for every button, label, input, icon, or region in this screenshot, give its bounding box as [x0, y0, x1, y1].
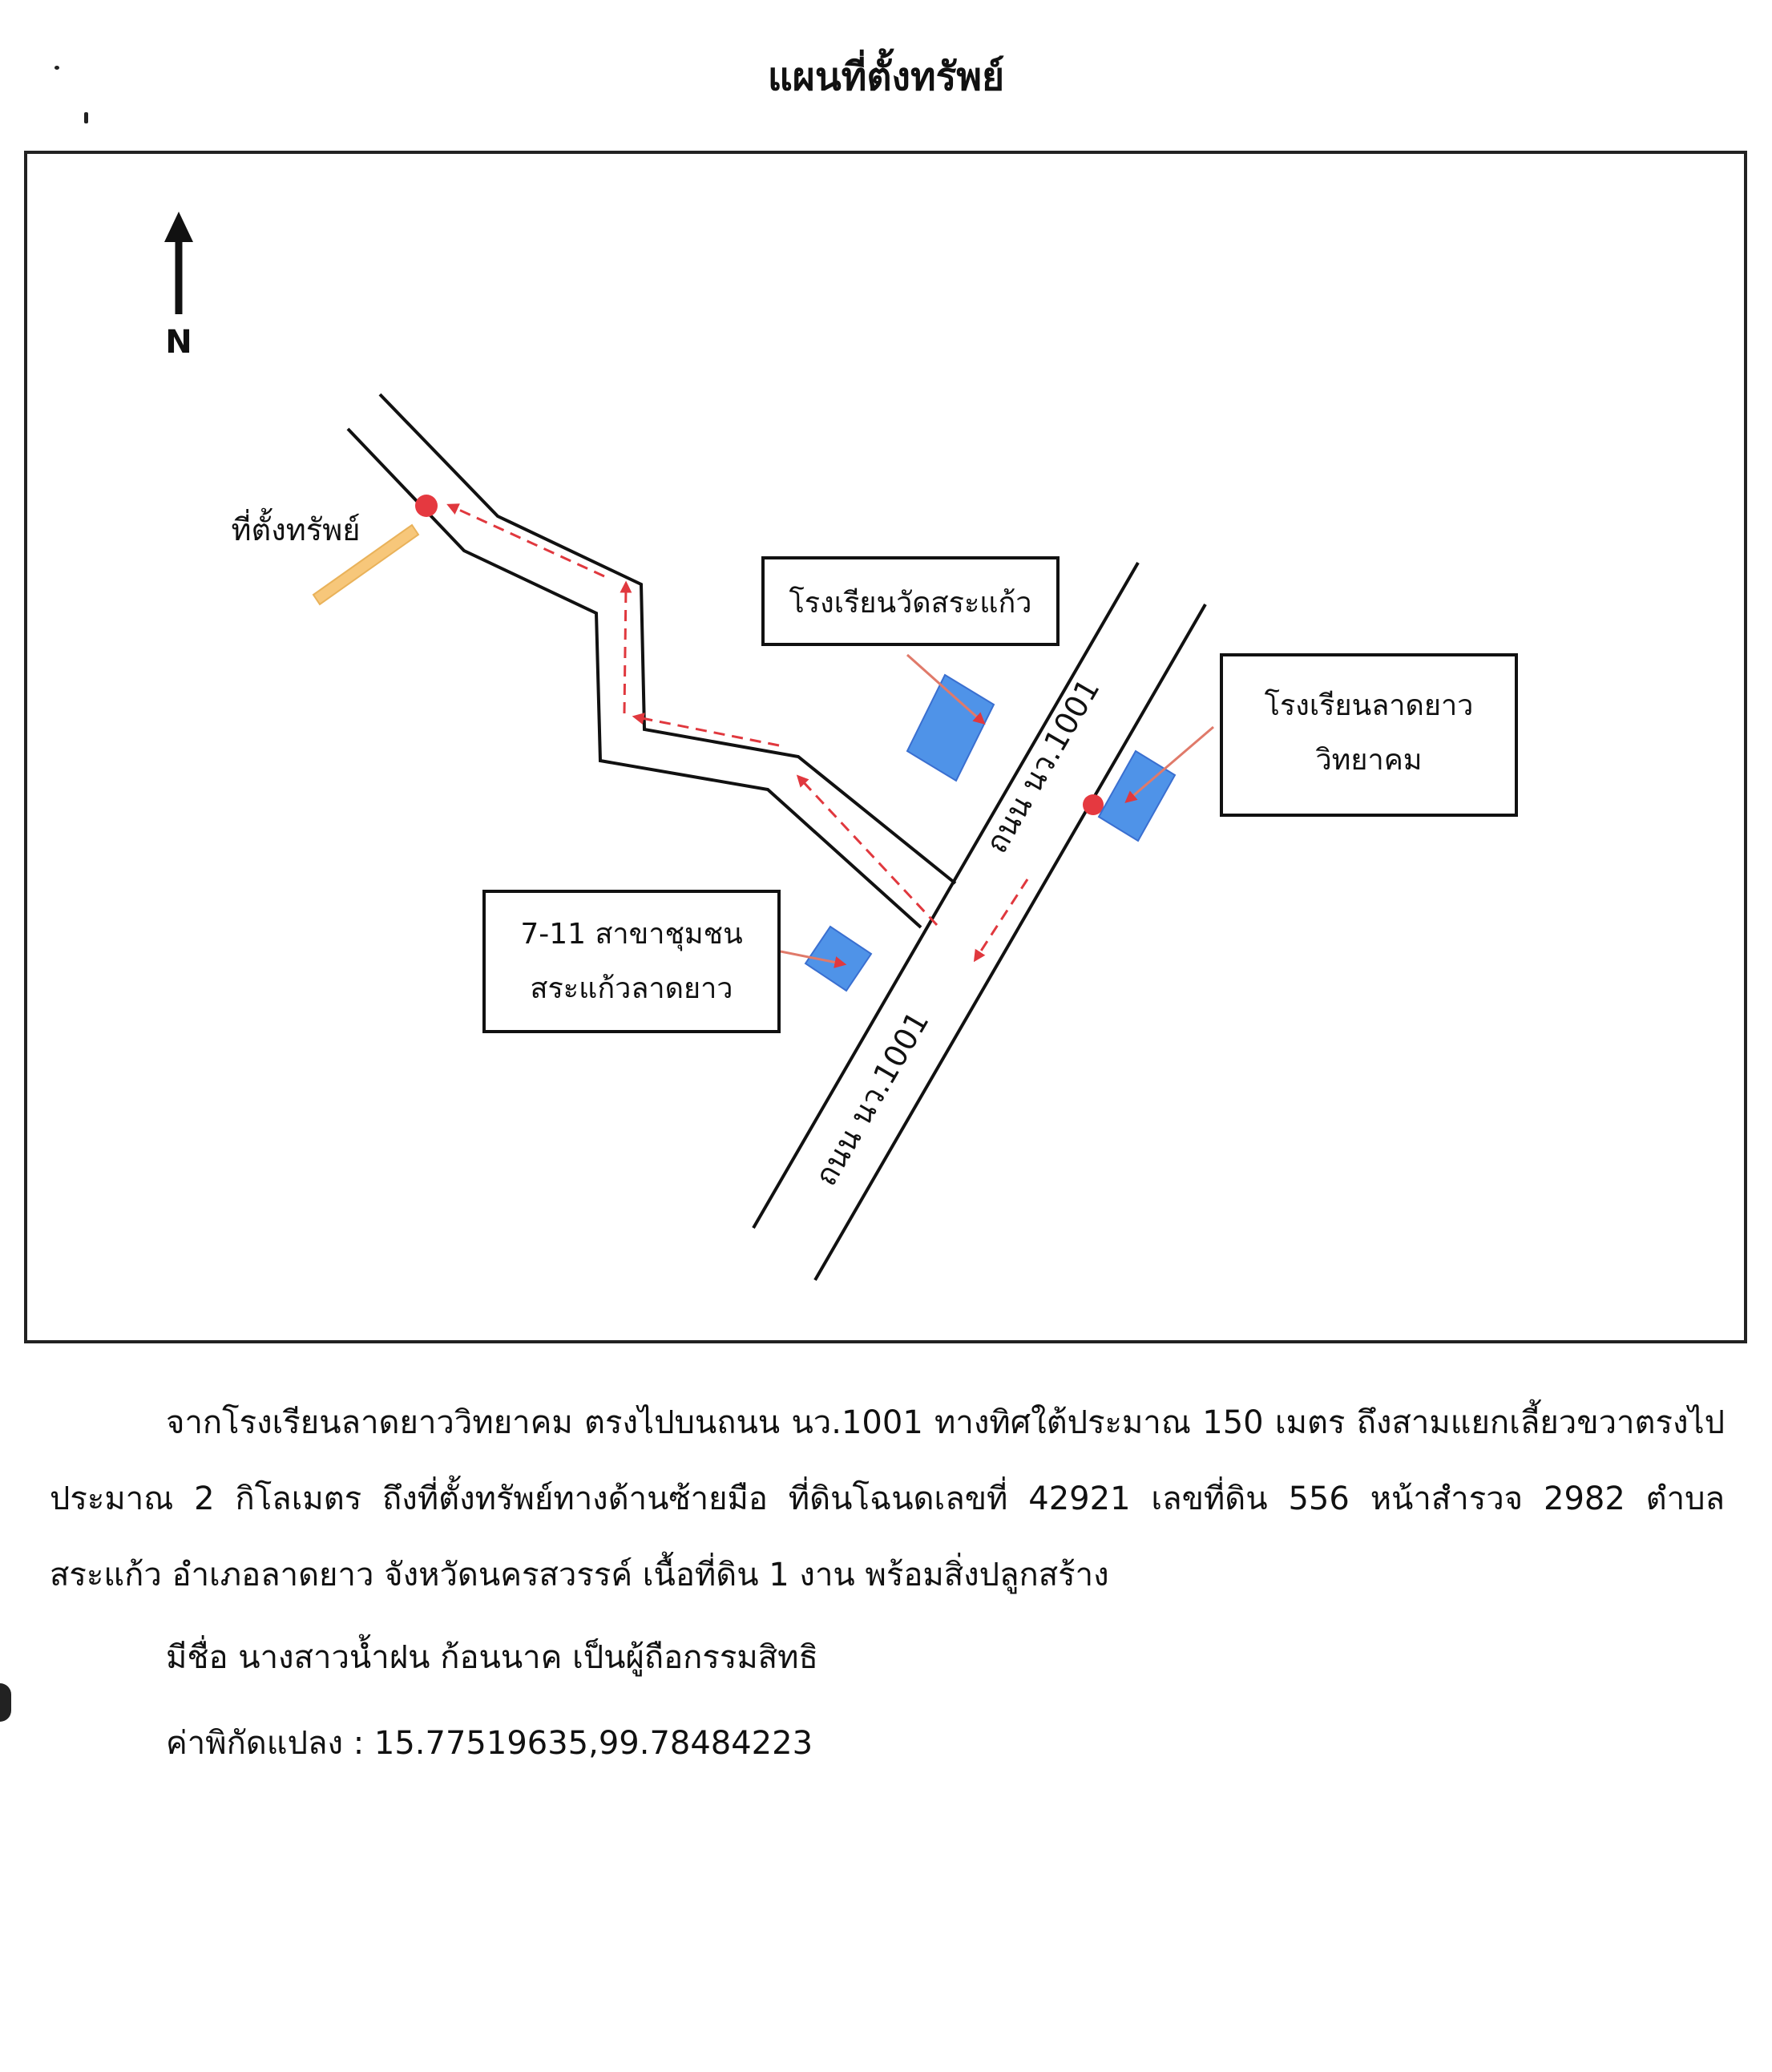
property-label: ที่ตั้งทรัพย์: [231, 507, 360, 547]
location-map: N ที่ตั้งทรัพย์: [24, 151, 1747, 1343]
landmark-label: โรงเรียนวัดสระแก้ว: [789, 586, 1031, 620]
property-parcel: [312, 523, 420, 606]
pointer-arrow: [1124, 725, 1214, 803]
road-label: ถนน นว.1001: [979, 672, 1107, 859]
description: จากโรงเรียนลาดยาววิทยาคม ตรงไปบนถนน นว.1…: [50, 1385, 1725, 1782]
side-road: [346, 393, 957, 929]
scan-speck: [0, 1683, 11, 1722]
route-path: [446, 503, 1029, 963]
landmark-label: วิทยาคม: [1315, 744, 1422, 777]
pointer-arrow: [780, 950, 847, 968]
landmark-label: 7-11 สาขาชุมชน: [520, 918, 742, 951]
main-road: [752, 561, 1207, 1282]
scan-speck: [84, 112, 88, 123]
north-label: N: [165, 324, 192, 361]
owner-line: มีชื่อ นางสาวน้ำฝน ก้อนนาค เป็นผู้ถือกรร…: [166, 1639, 818, 1676]
north-arrow-icon: [164, 212, 193, 314]
page-title: แผนที่ตั้งทรัพย์: [767, 55, 1005, 99]
destination-marker: [415, 495, 438, 517]
direction-paragraph: จากโรงเรียนลาดยาววิทยาคม ตรงไปบนถนน นว.1…: [50, 1404, 1725, 1593]
start-marker: [1083, 794, 1104, 815]
landmark-box-wat-sakaeo: [761, 556, 1060, 646]
pointer-arrow: [906, 653, 986, 725]
building-wat-sakaeo-school: [906, 673, 995, 782]
coordinates-line: ค่าพิกัดแปลง : 15.77519635,99.78484223: [166, 1725, 813, 1762]
landmark-label: โรงเรียนลาดยาว: [1265, 689, 1474, 722]
landmark-box-ladyao-school: [1220, 653, 1518, 817]
scan-speck: [54, 66, 59, 70]
landmark-label: สระแก้วลาดยาว: [530, 972, 733, 1005]
landmark-box-seven-eleven: [482, 890, 781, 1033]
building-ladyao-school: [1097, 749, 1177, 842]
